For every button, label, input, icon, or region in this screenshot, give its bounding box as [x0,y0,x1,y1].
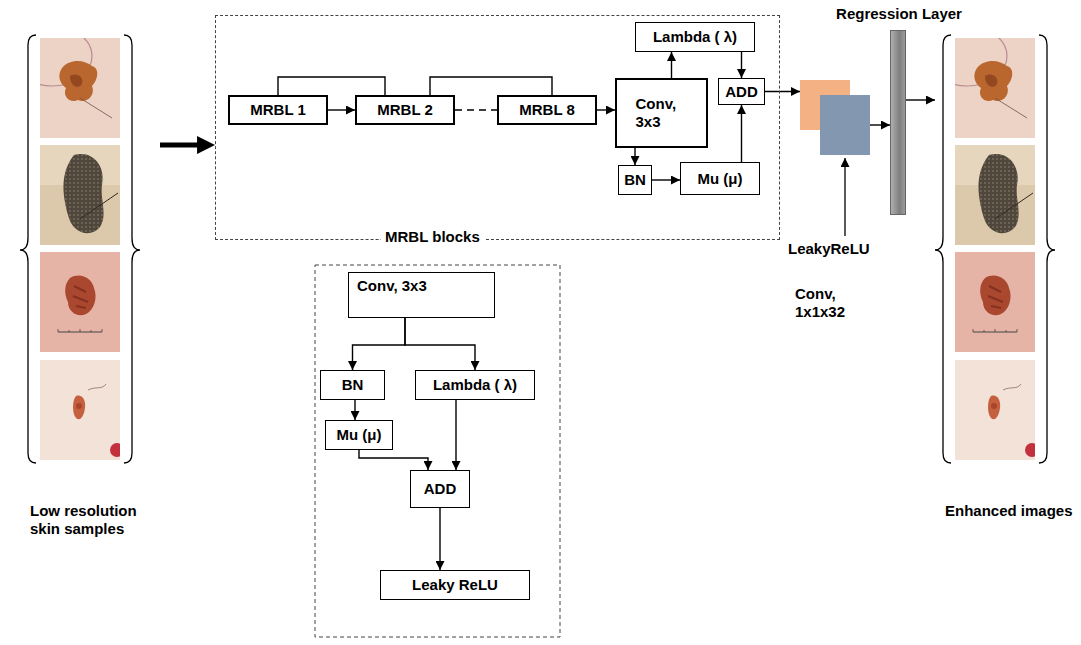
regression-bar: Regression Layer [890,30,906,215]
skin-image [40,145,120,245]
connector-arrow [455,400,456,470]
add-box: ADD [410,470,470,508]
connector-arrow [671,52,672,78]
brace [20,35,36,463]
connector-arrow [455,109,497,110]
process-box: Lambda ( λ) [635,22,755,52]
node-label: Leaky ReLU [412,576,498,594]
node-label: BN [624,171,646,189]
connector-arrow [354,400,355,420]
node-label: MRBL blocks [381,228,484,246]
skin-image [955,360,1039,460]
node-label: MRBL 2 [377,101,433,119]
node-label: Lambda ( λ) [653,28,737,46]
block-box: MRBL 2 [355,95,455,125]
process-box: BN [618,165,652,195]
connector-arrow [741,105,742,162]
connector-arrow [652,179,680,180]
connector-arrow [439,508,440,570]
group-frame: MRBL blocksMRBL 1MRBL 2MRBL 8Lambda ( λ)… [215,15,780,240]
node-label: Regression Layer [829,5,969,23]
connector-arrow [278,77,385,95]
connector-arrow [328,109,355,110]
node-label: Conv, 3x3 [357,277,427,295]
connector-arrow [870,124,890,125]
input-images [12,26,124,460]
node-label: BN [342,376,364,394]
process-box: Lambda ( λ) [415,370,535,400]
brace [1039,35,1055,463]
node-label: LeakyReLU [788,240,870,258]
connector-arrow [906,99,935,100]
brace [124,35,140,463]
connector-arrow [359,450,428,470]
node-label: Conv, 1x1x32 [795,285,865,321]
skin-image [955,252,1035,352]
connector-arrow [597,109,615,110]
detail-frame [315,265,560,637]
node-label: ADD [725,83,758,101]
connector-arrow [160,143,203,148]
node-label: Low resolution skin samples [30,502,155,538]
skin-image [955,145,1035,245]
skin-image [40,360,124,460]
activation-box: Leaky ReLU [380,570,530,600]
image-column: Enhanced images [935,30,1070,550]
process-box: BN [320,370,385,400]
leader-arrow [844,158,845,236]
layer-block: LeakyReLU [820,95,870,155]
node-label: MRBL 1 [250,101,306,119]
node-label: MRBL 8 [519,101,575,119]
process-box: Mu (μ) [680,162,760,195]
skin-image [40,252,120,352]
connector-arrow [634,148,635,165]
node-label: Mu (μ) [698,170,743,188]
add-box: ADD [718,78,765,105]
connector-arrow [405,318,475,370]
image-column: Low resolution skin samples [15,30,160,550]
node-label: Conv, 3x3 [636,95,688,131]
node-label: Lambda ( λ) [433,376,517,394]
block-box: MRBL 8 [497,95,597,125]
block-box: MRBL 1 [228,95,328,125]
node-label: Mu (μ) [337,426,382,444]
node-label: Enhanced images [945,502,1073,520]
connector-arrow [765,91,800,92]
node-label: ADD [424,480,457,498]
brace [935,35,951,463]
connector-arrow [741,52,742,78]
process-box: Conv, 3x3 [615,78,708,148]
process-box: Conv, 3x3 [348,272,495,318]
output-images [927,26,1039,460]
process-box: Mu (μ) [325,420,393,450]
connector-arrow [353,318,406,370]
connector-arrow [430,77,552,95]
